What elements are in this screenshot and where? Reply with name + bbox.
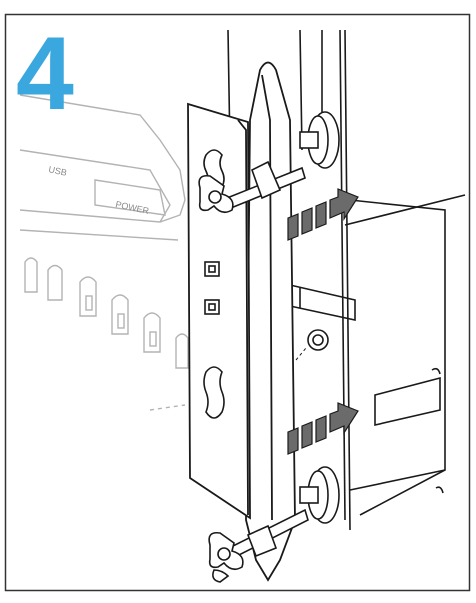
lower-wing-bolt [208,508,309,583]
power-station-device [19,94,189,411]
arrow-icon [329,188,359,222]
arrow-icon [301,421,313,449]
rear-rail [245,61,296,582]
arrow-icon [301,207,313,235]
arrow-icon [315,201,327,229]
arrow-icon [287,427,299,455]
upper-push-arrows [287,188,359,241]
device-case [227,29,466,531]
upper-bolt-knob [299,111,340,169]
upper-wing-bolt [198,160,306,214]
power-label: POWER [115,199,151,216]
step-number: 4 [16,16,74,132]
lower-bolt-knob [299,466,340,524]
lower-push-arrows [287,402,359,455]
panel-border [4,13,471,592]
slot-icon [203,366,225,419]
arrow-icon [287,213,299,241]
arrow-icon [315,415,327,443]
usb-label: USB [48,164,68,178]
arrow-icon [329,402,359,436]
port-row [24,257,189,369]
